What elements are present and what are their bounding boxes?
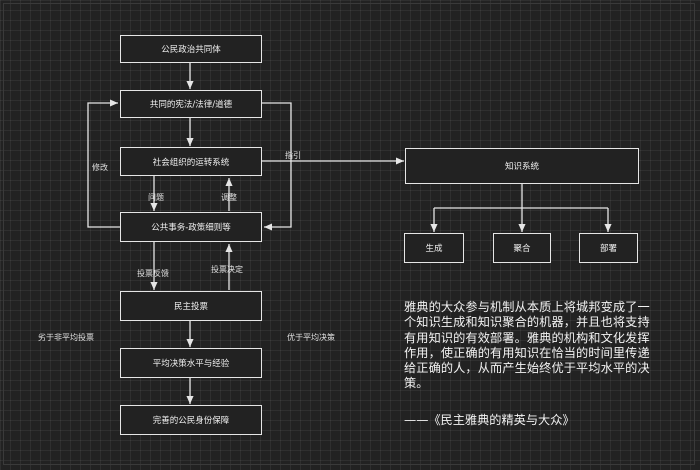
quote-source: ——《民主雅典的精英与大众》: [404, 413, 575, 427]
node-public-affairs: 公共事务-政策细则等: [120, 212, 262, 242]
label-better-than-average: 优于平均决策: [287, 333, 335, 342]
arrow-guide-loop: [262, 102, 292, 231]
node-civic-community: 公民政治共同体: [120, 35, 262, 63]
node-aggregation: 聚合: [493, 233, 551, 263]
label-modify: 修改: [92, 163, 108, 172]
arrow-modify-loop: [87, 99, 120, 228]
label-vote-decision: 投票决定: [211, 265, 243, 274]
node-knowledge-system: 知识系统: [405, 148, 639, 184]
label-vote-feedback: 投票反馈: [137, 269, 169, 278]
label-adjust: 调整: [221, 193, 237, 202]
canvas-frame: [3, 3, 695, 465]
node-average-decision: 平均决策水平与经验: [120, 348, 262, 378]
label-guide: 指引: [285, 151, 301, 160]
node-democratic-vote: 民主投票: [120, 291, 262, 321]
node-social-organization: 社会组织的运转系统: [120, 147, 262, 176]
label-problem: 问题: [148, 193, 164, 202]
node-shared-constitution: 共同的宪法/法律/道德: [120, 90, 262, 118]
node-identity-protection: 完善的公民身份保障: [120, 405, 262, 435]
node-deployment: 部署: [579, 233, 638, 263]
label-worse-than-average: 劣于非平均投票: [38, 333, 94, 342]
quote-text: 雅典的大众参与机制从本质上将城邦变成了一个知识生成和知识聚合的机器，并且也将支持…: [404, 300, 650, 391]
node-generation: 生成: [404, 233, 464, 263]
